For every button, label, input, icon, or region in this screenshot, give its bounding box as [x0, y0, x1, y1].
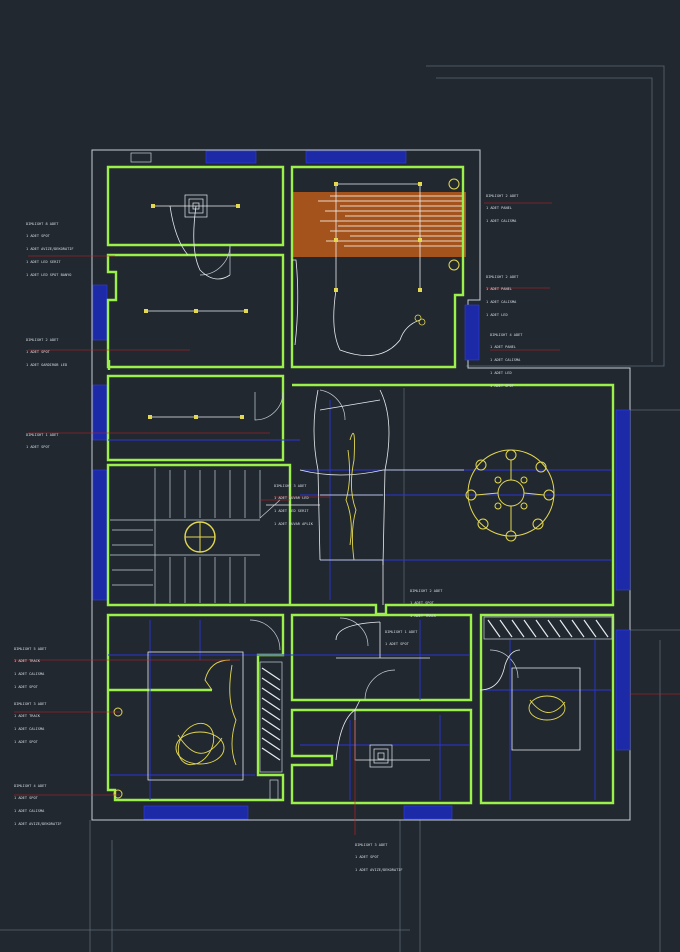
annotation-9-line-2: 1 ADET SPOT [385, 642, 409, 647]
annotation-12-line-4: 1 ADET AVIZE/DEKORATIF [14, 822, 62, 827]
annotation-5: DIMLIGHT 2 ADET 1 ADET PANEL 1 ADET CALI… [486, 266, 518, 322]
annotation-6-line-5: 1 ADET SPOT [490, 384, 514, 389]
annotation-11-line-3: 1 ADET CALISMA [14, 727, 45, 732]
annotation-9: DIMLIGHT 1 ADET 1 ADET SPOT [385, 621, 417, 651]
annotation-6-line-4: 1 ADET LED [490, 371, 512, 376]
annotation-leaders [14, 202, 680, 835]
annotation-8-line-3: 1 ADET TRACK [410, 614, 436, 619]
annotation-7-line-3: 1 ADET LED SERIT [274, 509, 309, 514]
annotation-7-line-1: DIMLIGHT 3 ADET [274, 483, 307, 488]
annotation-6-line-3: 1 ADET CALISMA [490, 358, 521, 363]
annotation-13-line-1: DIMLIGHT 3 ADET [355, 842, 388, 847]
annotation-10-line-3: 1 ADET CALISMA [14, 672, 45, 677]
annotation-3-line-2: 1 ADET SPOT [26, 445, 50, 450]
site-outlines [0, 65, 680, 952]
annotation-1-line-3: 1 ADET AVIZE/DEKORATIF [26, 247, 74, 252]
annotation-4-line-2: 1 ADET PANEL [486, 206, 512, 211]
annotation-9-line-1: DIMLIGHT 1 ADET [385, 629, 418, 634]
annotation-11-line-4: 1 ADET SPOT [14, 740, 38, 745]
wardrobe-rack-1 [259, 661, 283, 773]
annotation-11-line-1: DIMLIGHT 3 ADET [14, 701, 47, 706]
wood-floor [291, 192, 466, 257]
annotation-10-line-4: 1 ADET SPOT [14, 685, 38, 690]
annotation-5-line-1: DIMLIGHT 2 ADET [486, 274, 519, 279]
annotation-6-line-2: 1 ADET PANEL [490, 345, 516, 350]
annotation-2-line-2: 1 ADET SPOT [26, 350, 50, 355]
annotation-10-line-1: DIMLIGHT 5 ADET [14, 646, 47, 651]
annotation-10: DIMLIGHT 5 ADET 1 ADET TRACK 1 ADET CALI… [14, 638, 46, 694]
annotation-1-line-5: 1 ADET LED SPOT BANYO [26, 273, 72, 278]
annotation-12-line-1: DIMLIGHT 4 ADET [14, 783, 47, 788]
annotation-4: DIMLIGHT 2 ADET 1 ADET PANEL 1 ADET CALI… [486, 185, 518, 228]
annotation-5-line-3: 1 ADET CALISMA [486, 300, 517, 305]
annotation-13-line-3: 1 ADET AVIZE/DEKORATIF [355, 868, 403, 873]
square-fixture-2 [369, 744, 393, 768]
annotation-5-line-4: 1 ADET LED [486, 313, 508, 318]
windows [92, 150, 631, 820]
annotation-6: DIMLIGHT 4 ADET 1 ADET PANEL 1 ADET CALI… [490, 324, 522, 393]
annotation-3: DIMLIGHT 1 ADET 1 ADET SPOT [26, 424, 58, 454]
annotation-6-line-1: DIMLIGHT 4 ADET [490, 332, 523, 337]
building-outline [91, 149, 631, 821]
chandelier [465, 449, 555, 542]
annotation-12: DIMLIGHT 4 ADET 1 ADET SPOT 1 ADET CALIS… [14, 775, 62, 831]
annotation-7: DIMLIGHT 3 ADET 1 ADET DUVAR LED 1 ADET … [274, 475, 313, 531]
annotation-11-line-2: 1 ADET TRACK [14, 714, 40, 719]
annotation-12-line-3: 1 ADET CALISMA [14, 809, 45, 814]
annotation-13: DIMLIGHT 3 ADET 1 ADET SPOT 1 ADET AVIZE… [355, 834, 403, 877]
annotation-2: DIMLIGHT 2 ADET 1 ADET SPOT 1 ADET GARDI… [26, 329, 67, 372]
staircase [110, 468, 281, 605]
annotation-8: DIMLIGHT 2 ADET 1 ADET SPOT 1 ADET TRACK [410, 580, 442, 623]
annotation-11: DIMLIGHT 3 ADET 1 ADET TRACK 1 ADET CALI… [14, 693, 46, 749]
wardrobe-rack-2 [483, 616, 613, 640]
annotation-8-line-1: DIMLIGHT 2 ADET [410, 588, 443, 593]
annotation-1-line-1: DIMLIGHT 8 ADET [26, 221, 59, 226]
annotation-1: DIMLIGHT 8 ADET 1 ADET SPOT 1 ADET AVIZE… [26, 213, 74, 282]
annotation-5-line-2: 1 ADET PANEL [486, 287, 512, 292]
annotation-3-line-1: DIMLIGHT 1 ADET [26, 432, 59, 437]
room-walls [106, 165, 615, 805]
annotation-1-line-2: 1 ADET SPOT [26, 234, 50, 239]
annotation-2-line-1: DIMLIGHT 2 ADET [26, 337, 59, 342]
annotation-10-line-2: 1 ADET TRACK [14, 659, 40, 664]
annotation-1-line-4: 1 ADET LED SERIT [26, 260, 61, 265]
annotation-7-line-4: 1 ADET DUVAR APLIK [274, 522, 313, 527]
annotation-4-line-3: 1 ADET CALISMA [486, 219, 517, 224]
annotation-13-line-2: 1 ADET SPOT [355, 855, 379, 860]
annotation-8-line-2: 1 ADET SPOT [410, 601, 434, 606]
square-fixture-1 [184, 194, 208, 218]
annotation-7-line-2: 1 ADET DUVAR LED [274, 496, 309, 501]
annotation-2-line-3: 1 ADET GARDIROB LED [26, 363, 68, 368]
wiring [146, 183, 581, 781]
annotation-12-line-2: 1 ADET SPOT [14, 796, 38, 801]
annotation-4-line-1: DIMLIGHT 2 ADET [486, 193, 519, 198]
